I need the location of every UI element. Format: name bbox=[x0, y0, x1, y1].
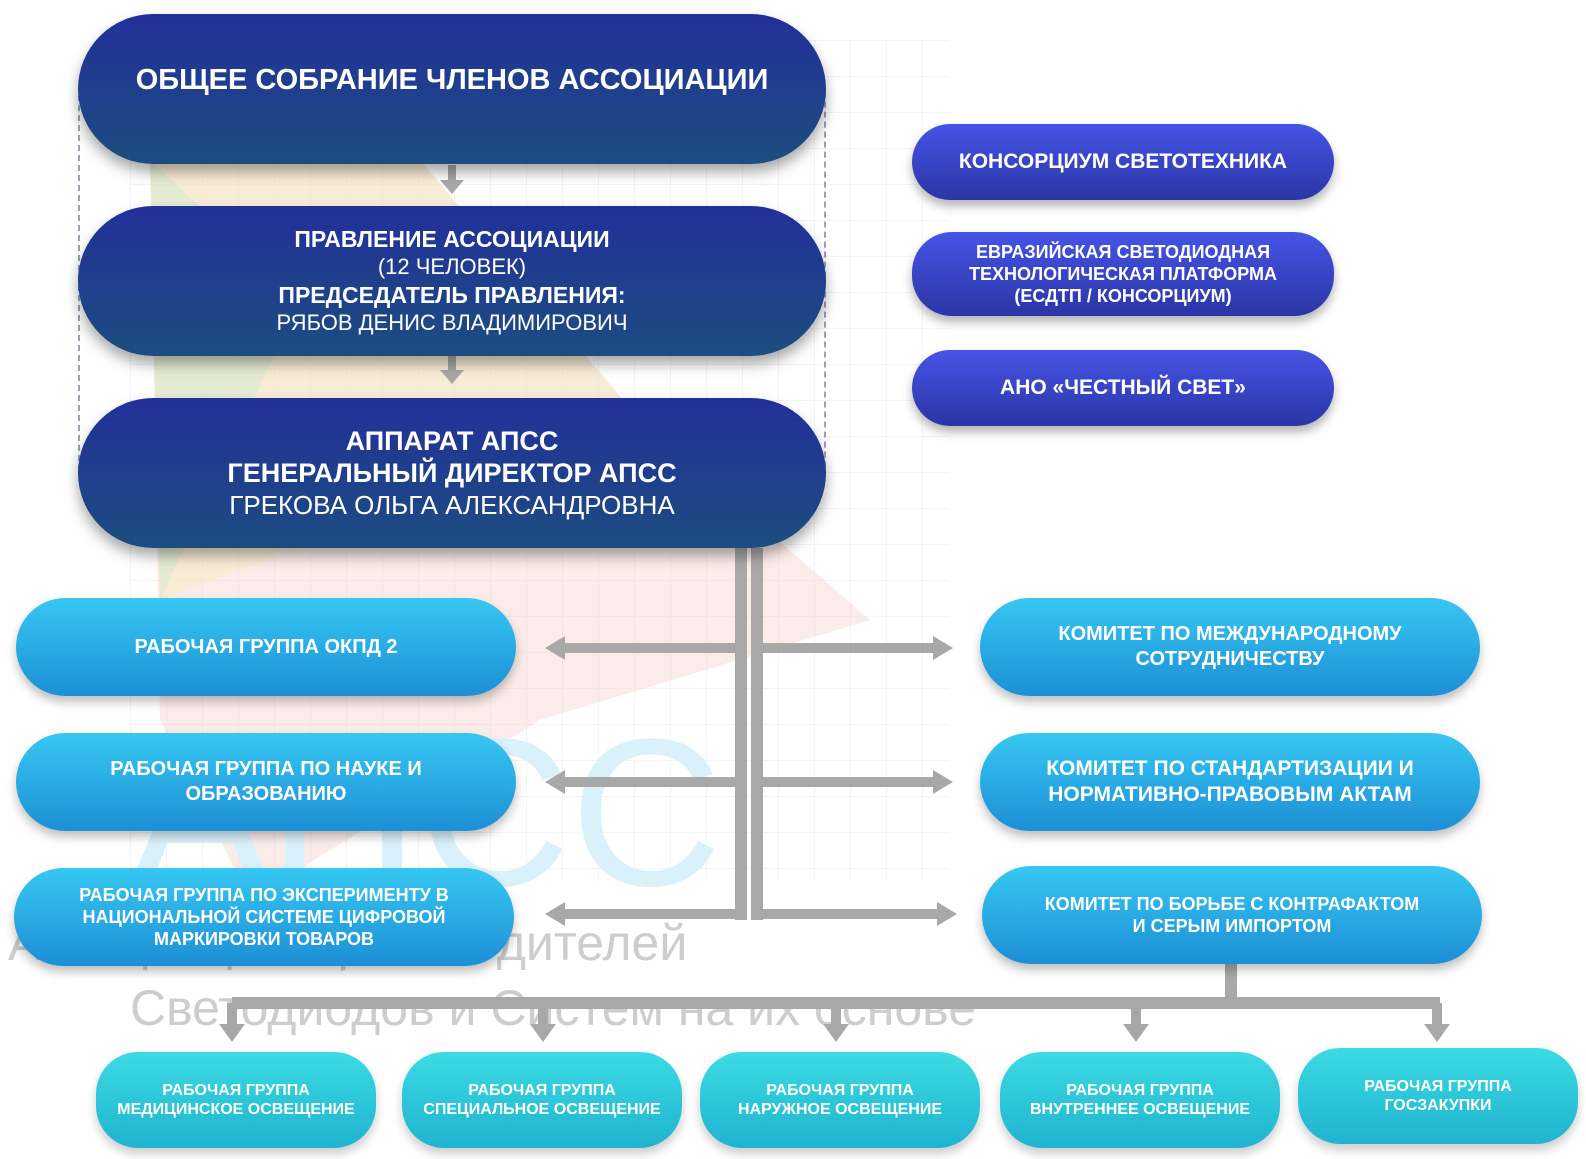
bottom-group-medical-box: РАБОЧАЯ ГРУППА МЕДИЦИНСКОЕ ОСВЕЩЕНИЕ bbox=[96, 1052, 376, 1148]
bottom-group-procurement-box: РАБОЧАЯ ГРУППА ГОСЗАКУПКИ bbox=[1298, 1048, 1578, 1144]
bottom-group-label: СПЕЦИАЛЬНОЕ ОСВЕЩЕНИЕ bbox=[423, 1101, 661, 1118]
board-chair-label: ПРЕДСЕДАТЕЛЬ ПРАВЛЕНИЯ: bbox=[278, 282, 626, 308]
bottom-group-label: РАБОЧАЯ ГРУППА bbox=[1066, 1082, 1214, 1099]
office-box: АППАРАТ АПСС ГЕНЕРАЛЬНЫЙ ДИРЕКТОР АПСС Г… bbox=[78, 398, 826, 548]
committee-standardization-box: КОМИТЕТ ПО СТАНДАРТИЗАЦИИ И НОРМАТИВНО-П… bbox=[980, 733, 1480, 831]
working-group-okpd-box: РАБОЧАЯ ГРУППА ОКПД 2 bbox=[16, 598, 516, 696]
committee-international-box: КОМИТЕТ ПО МЕЖДУНАРОДНОМУ СОТРУДНИЧЕСТВУ bbox=[980, 598, 1480, 696]
working-group-science-box: РАБОЧАЯ ГРУППА ПО НАУКЕ И ОБРАЗОВАНИЮ bbox=[16, 733, 516, 831]
working-group-label: РАБОЧАЯ ГРУППА ПО ЭКСПЕРИМЕНТУ В bbox=[79, 885, 449, 905]
working-group-label: РАБОЧАЯ ГРУППА ПО НАУКЕ И bbox=[110, 758, 422, 780]
committee-label: КОМИТЕТ ПО БОРЬБЕ С КОНТРАФАКТОМ bbox=[1044, 894, 1420, 914]
general-meeting-box: ОБЩЕЕ СОБРАНИЕ ЧЛЕНОВ АССОЦИАЦИИ bbox=[78, 14, 826, 164]
bottom-group-outdoor-box: РАБОЧАЯ ГРУППА НАРУЖНОЕ ОСВЕЩЕНИЕ bbox=[700, 1052, 980, 1148]
working-group-label: НАЦИОНАЛЬНОЙ СИСТЕМЕ ЦИФРОВОЙ bbox=[82, 907, 446, 927]
working-group-label: ОБРАЗОВАНИЮ bbox=[185, 783, 347, 805]
partner-eurasian-platform-box: ЕВРАЗИЙСКАЯ СВЕТОДИОДНАЯ ТЕХНОЛОГИЧЕСКАЯ… bbox=[912, 232, 1334, 316]
office-director-name: ГРЕКОВА ОЛЬГА АЛЕКСАНДРОВНА bbox=[229, 490, 675, 520]
partner-label: (ЕСДТП / КОНСОРЦИУМ) bbox=[1014, 286, 1232, 306]
bottom-group-label: НАРУЖНОЕ ОСВЕЩЕНИЕ bbox=[737, 1101, 943, 1118]
committee-label: НОРМАТИВНО-ПРАВОВЫМ АКТАМ bbox=[1048, 783, 1412, 806]
working-group-label: РАБОЧАЯ ГРУППА ОКПД 2 bbox=[134, 635, 398, 658]
bottom-group-label: МЕДИЦИНСКОЕ ОСВЕЩЕНИЕ bbox=[117, 1101, 355, 1118]
bottom-group-label: РАБОЧАЯ ГРУППА bbox=[162, 1082, 310, 1099]
office-title: АППАРАТ АПСС bbox=[345, 426, 559, 456]
committee-label: КОМИТЕТ ПО МЕЖДУНАРОДНОМУ bbox=[1058, 623, 1402, 645]
partner-label: ЕВРАЗИЙСКАЯ СВЕТОДИОДНАЯ bbox=[975, 242, 1271, 262]
committee-label: И СЕРЫМ ИМПОРТОМ bbox=[1132, 916, 1332, 936]
bottom-group-label: РАБОЧАЯ ГРУППА bbox=[1364, 1078, 1512, 1095]
bottom-group-label: РАБОЧАЯ ГРУППА bbox=[766, 1082, 914, 1099]
partner-label: АНО «ЧЕСТНЫЙ СВЕТ» bbox=[1000, 376, 1246, 399]
board-chair-name: РЯБОВ ДЕНИС ВЛАДИМИРОВИЧ bbox=[276, 310, 628, 335]
bottom-group-indoor-box: РАБОЧАЯ ГРУППА ВНУТРЕННЕЕ ОСВЕЩЕНИЕ bbox=[1000, 1052, 1280, 1148]
bottom-group-special-box: РАБОЧАЯ ГРУППА СПЕЦИАЛЬНОЕ ОСВЕЩЕНИЕ bbox=[402, 1052, 682, 1148]
partner-label: КОНСОРЦИУМ СВЕТОТЕХНИКА bbox=[958, 150, 1288, 173]
office-director-label: ГЕНЕРАЛЬНЫЙ ДИРЕКТОР АПСС bbox=[227, 458, 677, 488]
general-meeting-title: ОБЩЕЕ СОБРАНИЕ ЧЛЕНОВ АССОЦИАЦИИ bbox=[135, 63, 769, 96]
bottom-group-label: ГОСЗАКУПКИ bbox=[1384, 1097, 1492, 1114]
committee-label: КОМИТЕТ ПО СТАНДАРТИЗАЦИИ И bbox=[1046, 757, 1414, 780]
bottom-group-label: РАБОЧАЯ ГРУППА bbox=[468, 1082, 616, 1099]
partner-consortium-box: КОНСОРЦИУМ СВЕТОТЕХНИКА bbox=[912, 124, 1334, 200]
working-group-label: МАРКИРОВКИ ТОВАРОВ bbox=[153, 929, 375, 949]
board-box: ПРАВЛЕНИЕ АССОЦИАЦИИ (12 ЧЕЛОВЕК) ПРЕДСЕ… bbox=[78, 206, 826, 356]
committee-label: СОТРУДНИЧЕСТВУ bbox=[1135, 648, 1325, 670]
partner-honest-light-box: АНО «ЧЕСТНЫЙ СВЕТ» bbox=[912, 350, 1334, 426]
board-title: ПРАВЛЕНИЕ АССОЦИАЦИИ bbox=[294, 226, 610, 252]
board-members: (12 ЧЕЛОВЕК) bbox=[377, 254, 527, 279]
committee-counterfeit-box: КОМИТЕТ ПО БОРЬБЕ С КОНТРАФАКТОМ И СЕРЫМ… bbox=[982, 866, 1482, 964]
partner-label: ТЕХНОЛОГИЧЕСКАЯ ПЛАТФОРМА bbox=[968, 264, 1277, 284]
working-group-marking-box: РАБОЧАЯ ГРУППА ПО ЭКСПЕРИМЕНТУ В НАЦИОНА… bbox=[14, 868, 514, 966]
bottom-group-label: ВНУТРЕННЕЕ ОСВЕЩЕНИЕ bbox=[1029, 1101, 1250, 1118]
